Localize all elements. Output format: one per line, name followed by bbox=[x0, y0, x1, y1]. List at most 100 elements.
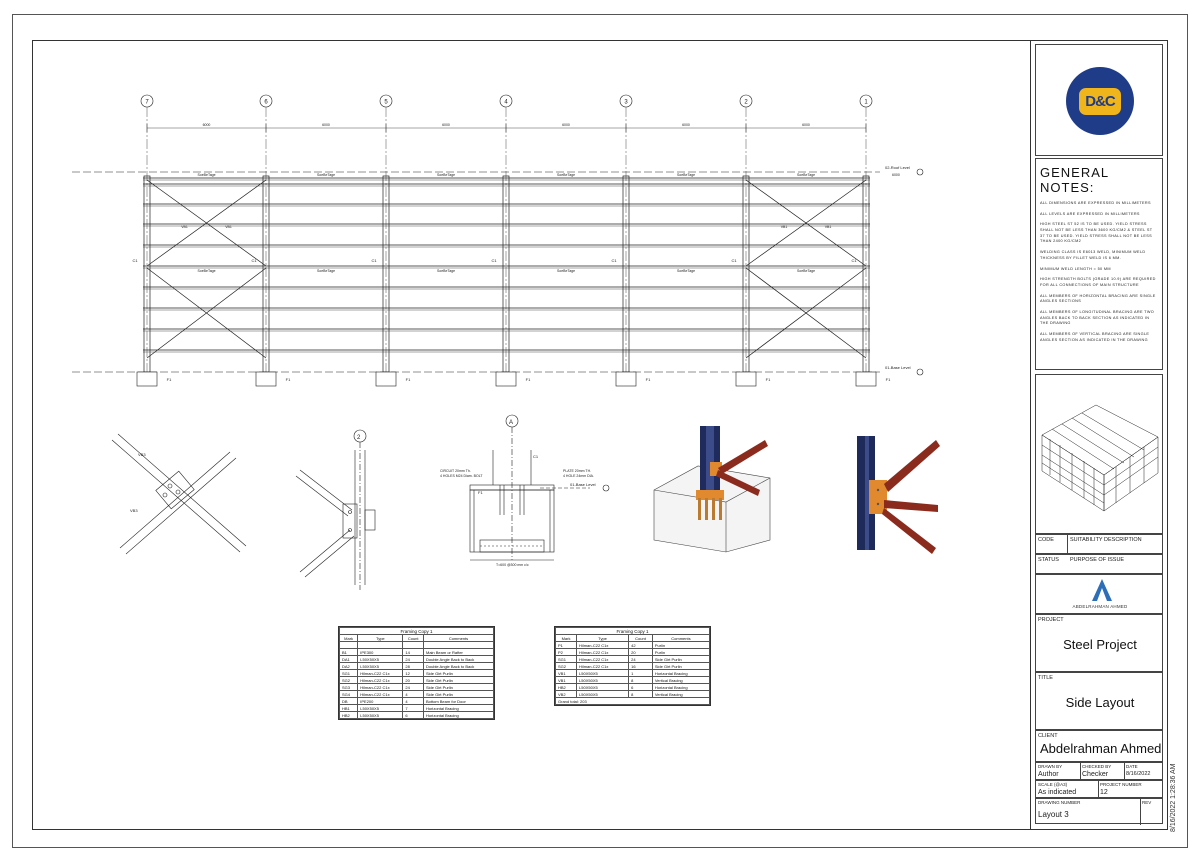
brand-panel: ABDELRAHMAN AHMED bbox=[1035, 574, 1163, 614]
schedule-2-cell: L50X50X5 bbox=[576, 669, 630, 677]
schedule-1-cell: L50X50X5 bbox=[357, 655, 404, 663]
schedule-1-cell: L50X50X5 bbox=[357, 662, 404, 670]
schedule-1-cell: Bottom Beam for Door bbox=[422, 697, 495, 705]
schedule-1-cell: Double Angle Back to Back bbox=[422, 655, 495, 663]
purlin-tag: SoeBeTage bbox=[437, 269, 455, 273]
column-tag: C1 bbox=[132, 258, 138, 263]
schedule-2-cell: 8 bbox=[628, 690, 653, 698]
schedule-2-cell: L50X50X5 bbox=[576, 690, 630, 698]
scale-row: SCALE (@A3) As indicated PROJECT NUMBER … bbox=[1035, 780, 1163, 799]
schedule-1-cell: 12 bbox=[402, 669, 424, 677]
plate-note: PLATE 20mm TH.4 HOLE 24mm DIA. bbox=[563, 469, 594, 478]
schedule-1-cell: SG2 bbox=[338, 676, 359, 684]
schedule-1-cell: Horizontal Bracing bbox=[422, 711, 495, 719]
sheet-title-panel: TITLE Side Layout bbox=[1035, 672, 1163, 730]
schedule-1-cell: SG3 bbox=[338, 683, 359, 691]
footing bbox=[375, 371, 397, 387]
drawing-number-label: DRAWING NUMBER bbox=[1038, 800, 1081, 805]
footing-tag: F1 bbox=[886, 377, 891, 382]
schedule-1-cell: 28 bbox=[402, 662, 424, 670]
schedule-1-cell: Hilman-C22 C1x bbox=[357, 683, 404, 691]
schedule-2-cell: Hilman-C22 C1x bbox=[576, 641, 630, 649]
grid-label: 4 bbox=[504, 100, 508, 106]
code-row: CODE SUITABILITY DESCRIPTION bbox=[1035, 534, 1163, 575]
general-note-item: All members of vertical bracing are sing… bbox=[1040, 332, 1150, 342]
schedule-2-cell: VB2 bbox=[554, 690, 578, 698]
schedule-1-cell: Hilman-C22 C1x bbox=[357, 690, 404, 698]
schedule-1-title: Framing Copy 1 bbox=[339, 627, 494, 635]
general-note-item: High steel st 52 is to be used. Yield st… bbox=[1040, 222, 1153, 244]
schedule-1-cell: Side Girt Purlin bbox=[422, 676, 495, 684]
project-name: Steel Project bbox=[1063, 637, 1137, 652]
dimension-text: 6000 bbox=[203, 123, 211, 127]
bracing-member bbox=[745, 267, 867, 359]
general-note-item: All members of longitudinal bracing are … bbox=[1040, 309, 1155, 326]
print-timestamp: 8/16/2022 1:28:36 AM bbox=[1170, 763, 1177, 833]
schedule-2-cell: P1 bbox=[554, 641, 578, 649]
base-plate-section-detail bbox=[469, 414, 610, 561]
schedule-2-cell: Vertical Bracing bbox=[651, 676, 711, 684]
column-tag: C1 bbox=[371, 258, 377, 263]
checked-by-value: Checker bbox=[1082, 771, 1109, 778]
schedule-1-cell: 7 bbox=[402, 704, 424, 712]
drawn-row: DRAWN BY Author CHECKED BY Checker DATE … bbox=[1035, 762, 1163, 781]
footing-tag: F1 bbox=[766, 377, 771, 382]
schedule-1-row bbox=[338, 641, 495, 649]
framing-schedule-1: Framing Copy 1 Mark Type Count Comments … bbox=[338, 626, 495, 720]
schedule-1-cell: 20 bbox=[402, 676, 424, 684]
purlin-tag: SoeBeTage bbox=[677, 269, 695, 273]
schedule-2-cell: 1 bbox=[628, 669, 653, 677]
schedule-2-cell: SG1 bbox=[554, 655, 578, 663]
schedule-2-header-type: Type bbox=[576, 634, 630, 642]
footing-tag: F1 bbox=[167, 377, 172, 382]
schedule-2-cell: 8 bbox=[628, 676, 653, 684]
schedule-1-header-mark: Mark bbox=[338, 634, 359, 642]
bracing-tag: VB1 bbox=[181, 225, 188, 229]
note-line: 4 HOLE 24mm DIA. bbox=[563, 474, 594, 478]
purlin-tag: SoeBeTage bbox=[557, 269, 575, 273]
svg-text:VB3: VB3 bbox=[138, 452, 146, 457]
footing bbox=[255, 371, 277, 387]
column-tag: C1 bbox=[491, 258, 497, 263]
note-line: 4 HOLES M24 Diam. BOLT bbox=[440, 474, 483, 478]
project-number-value: 12 bbox=[1100, 789, 1108, 796]
schedule-2-cell: HB2 bbox=[554, 683, 578, 691]
general-note-item: All members of horizontal bracing are si… bbox=[1040, 293, 1156, 304]
schedule-1-cell: 4 bbox=[402, 697, 424, 705]
dimension-text: 6000 bbox=[682, 123, 690, 127]
purlin-tag: SoeBeTage bbox=[677, 173, 695, 177]
title-block: D&C GENERAL NOTES: All dimensions are ex… bbox=[1030, 41, 1167, 829]
schedule-2-cell: VB1 bbox=[554, 669, 578, 677]
footing bbox=[855, 371, 877, 387]
purlin-tag: SoeBeTage bbox=[197, 269, 215, 273]
drawing-number-value: Layout 3 bbox=[1038, 810, 1069, 819]
detail-f1-label: F1 bbox=[478, 490, 483, 495]
purlin-tag: SoeBeTage bbox=[437, 173, 455, 177]
client-name: Abdelrahman Ahmed bbox=[1040, 741, 1162, 756]
schedule-1-cell: 24 bbox=[402, 655, 424, 663]
schedule-1-cell: Hilman-C22 C1x bbox=[357, 676, 404, 684]
schedule-2-cell: Horizontal Bracing bbox=[651, 683, 711, 691]
grid-label: 2 bbox=[744, 100, 748, 106]
schedule-1-header-count: Count bbox=[402, 634, 424, 642]
drawing-number-row: DRAWING NUMBER Layout 3 REV bbox=[1035, 798, 1163, 825]
schedule-1-cell: 24 bbox=[402, 683, 424, 691]
status-label: STATUS bbox=[1038, 557, 1059, 563]
schedule-2-cell: Hilman-C22 C1x bbox=[576, 655, 630, 663]
sheet-title: Side Layout bbox=[1065, 695, 1135, 710]
bracing-member bbox=[146, 179, 267, 267]
scale-label: SCALE (@A3) bbox=[1038, 782, 1068, 787]
schedule-1-cell: Side Girt Purlin bbox=[422, 669, 495, 677]
schedule-2-cell: Hilman-C22 C1x bbox=[576, 648, 630, 656]
